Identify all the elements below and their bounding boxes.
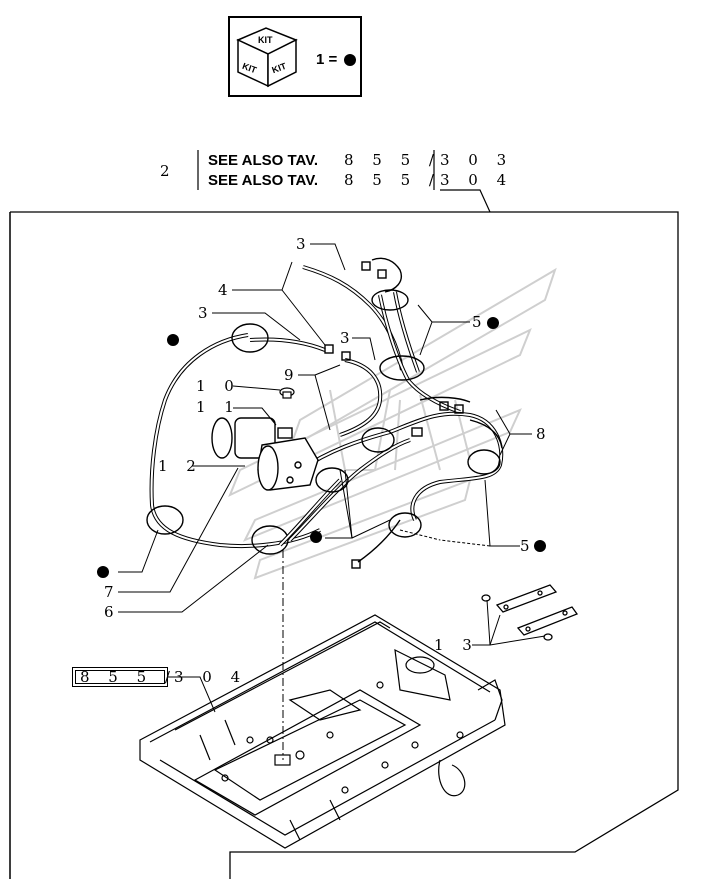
callout-5-top-dot <box>487 317 499 329</box>
drawing-frame <box>9 211 679 879</box>
see-also-line1-prefix: SEE ALSO TAV. <box>208 152 319 169</box>
wiring-harness <box>146 257 504 569</box>
ref-table-suffix: 3 0 4 <box>174 668 248 686</box>
bracket-parts <box>481 584 579 641</box>
callout-dot-middle <box>310 531 322 543</box>
seat-base-frame <box>139 614 506 849</box>
callout-9: 9 <box>284 366 301 384</box>
kit-legend-text: 1 = <box>316 51 338 68</box>
callout-7: 7 <box>104 583 121 601</box>
callout-10: 1 0 <box>196 377 241 395</box>
callout-5-bottom: 5 <box>520 537 537 555</box>
ref-table-box <box>72 667 168 687</box>
leader-lines <box>118 243 546 713</box>
see-also-line2-number: 8 5 5 / <box>344 171 441 189</box>
callout-dot-lower-left <box>97 566 109 578</box>
callout-3-middle: 3 <box>340 329 357 347</box>
callout-5-bottom-dot <box>534 540 546 552</box>
see-also-line1-suffix: 3 0 3 <box>440 151 514 169</box>
kit-legend-box <box>228 16 362 97</box>
kit-cube-icon <box>236 27 298 88</box>
kit-legend-dot <box>344 54 356 66</box>
motor-unit <box>211 417 319 491</box>
callout-8: 8 <box>536 425 553 443</box>
callout-3-left: 3 <box>198 304 215 322</box>
kit-cube-label-top: KIT <box>258 35 273 45</box>
see-also-bracket <box>197 150 491 213</box>
callout-dot-left <box>167 334 179 346</box>
callout-6: 6 <box>104 603 121 621</box>
bolt-part <box>279 387 295 399</box>
callout-13: 1 3 <box>434 636 479 654</box>
callout-11: 1 1 <box>196 398 241 416</box>
see-also-line2-prefix: SEE ALSO TAV. <box>208 172 319 189</box>
see-also-line2-suffix: 3 0 4 <box>440 171 514 189</box>
callout-3-top: 3 <box>296 235 313 253</box>
callout-4: 4 <box>218 281 235 299</box>
ref-table-number: 8 5 5 / <box>80 668 177 686</box>
see-also-item-number: 2 <box>160 162 177 180</box>
callout-5-top: 5 <box>472 313 489 331</box>
see-also-line1-number: 8 5 5 / <box>344 151 441 169</box>
ref-table-inner-frame <box>75 670 165 684</box>
callout-12: 1 2 <box>158 457 203 475</box>
